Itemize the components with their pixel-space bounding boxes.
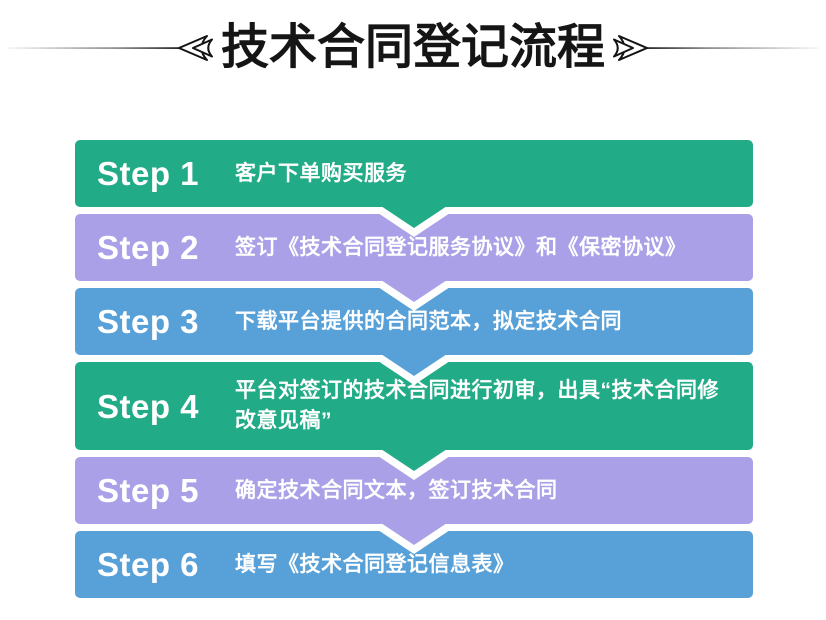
step-label: Step 1	[97, 155, 200, 192]
step-row-1: Step 1 客户下单购买服务	[75, 140, 753, 237]
step-row-2: Step 2 签订《技术合同登记服务协议》和《保密协议》	[75, 214, 753, 311]
step-row-3: Step 3 下载平台提供的合同范本，拟定技术合同	[75, 288, 753, 385]
step-description: 下载平台提供的合同范本，拟定技术合同	[235, 309, 622, 333]
step-label: Step 2	[97, 229, 200, 266]
step-description: 客户下单购买服务	[235, 161, 407, 185]
title-ornament-left-icon	[6, 35, 213, 61]
step-label: Step 6	[97, 546, 200, 583]
step-description: 签订《技术合同登记服务协议》和《保密协议》	[235, 235, 687, 259]
header: 技术合同登记流程	[0, 0, 826, 80]
step-label: Step 4	[97, 387, 200, 425]
page-title: 技术合同登记流程	[220, 20, 605, 74]
step-row-5: Step 5 确定技术合同文本，签订技术合同	[75, 457, 753, 554]
steps-flow: Step 1 客户下单购买服务 Step 2 签订《技术合同登记服务协议》和《保…	[75, 140, 753, 598]
step-description: 确定技术合同文本，签订技术合同	[235, 478, 558, 502]
step-row-6: Step 6 填写《技术合同登记信息表》	[75, 531, 753, 598]
step-description: 填写《技术合同登记信息表》	[235, 552, 515, 576]
title-ornament-right-icon	[613, 35, 819, 61]
step-description: 平台对签订的技术合同进行初审，出具“技术合同修改意见稿”	[235, 379, 719, 432]
step-label: Step 3	[97, 303, 200, 340]
step-label: Step 5	[97, 472, 200, 509]
step-row-4: Step 4 平台对签订的技术合同进行初审，出具“技术合同修改意见稿”	[75, 362, 753, 480]
